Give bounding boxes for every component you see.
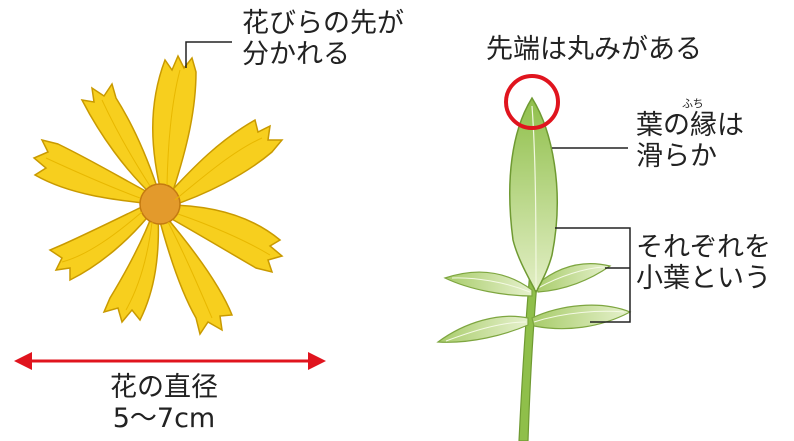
flower-diameter-label: 花の直径 5〜7cm	[110, 372, 218, 434]
petal	[80, 82, 161, 199]
leaflet-midribs	[445, 266, 625, 342]
flower-diameter-label-line-2: 5〜7cm	[112, 403, 216, 434]
petal	[102, 208, 160, 324]
diameter-arrow	[14, 352, 326, 370]
petal-veins	[45, 69, 271, 319]
flower-center	[139, 183, 181, 225]
leaf-edge-label-line-1: 葉の縁は	[636, 110, 744, 141]
flower-diameter-label-line-1: 花の直径	[110, 372, 218, 403]
flower	[32, 54, 284, 336]
petal	[48, 201, 156, 282]
main-leaf	[509, 96, 558, 294]
leaf-tip-circle	[504, 74, 560, 130]
petal	[162, 204, 284, 274]
petal	[157, 211, 234, 336]
main-leaf-midrib	[531, 105, 537, 291]
leaflet-label-line-1: それぞれを	[636, 232, 771, 263]
leaf-edge-ruby: ふち	[682, 97, 704, 110]
petal-tip-label-line-2: 分かれる	[242, 39, 350, 70]
petal-tip-leader-line	[185, 41, 232, 68]
petal-tip-label-line-1: 花びらの先が	[242, 8, 404, 39]
leaf-edge-label-line-2: 滑らか	[636, 141, 717, 172]
leaflet-bracket	[555, 227, 631, 323]
leaf-tip-label: 先端は丸みがある	[486, 34, 702, 65]
leaflet-label: それぞれを 小葉という	[636, 232, 771, 294]
petal-tip-label: 花びらの先が 分かれる	[242, 8, 404, 70]
leaflet-label-line-2: 小葉という	[636, 263, 771, 294]
petal	[152, 54, 197, 201]
petal	[32, 138, 156, 205]
leaf-edge-label: 葉の縁は 滑らか	[636, 110, 744, 172]
